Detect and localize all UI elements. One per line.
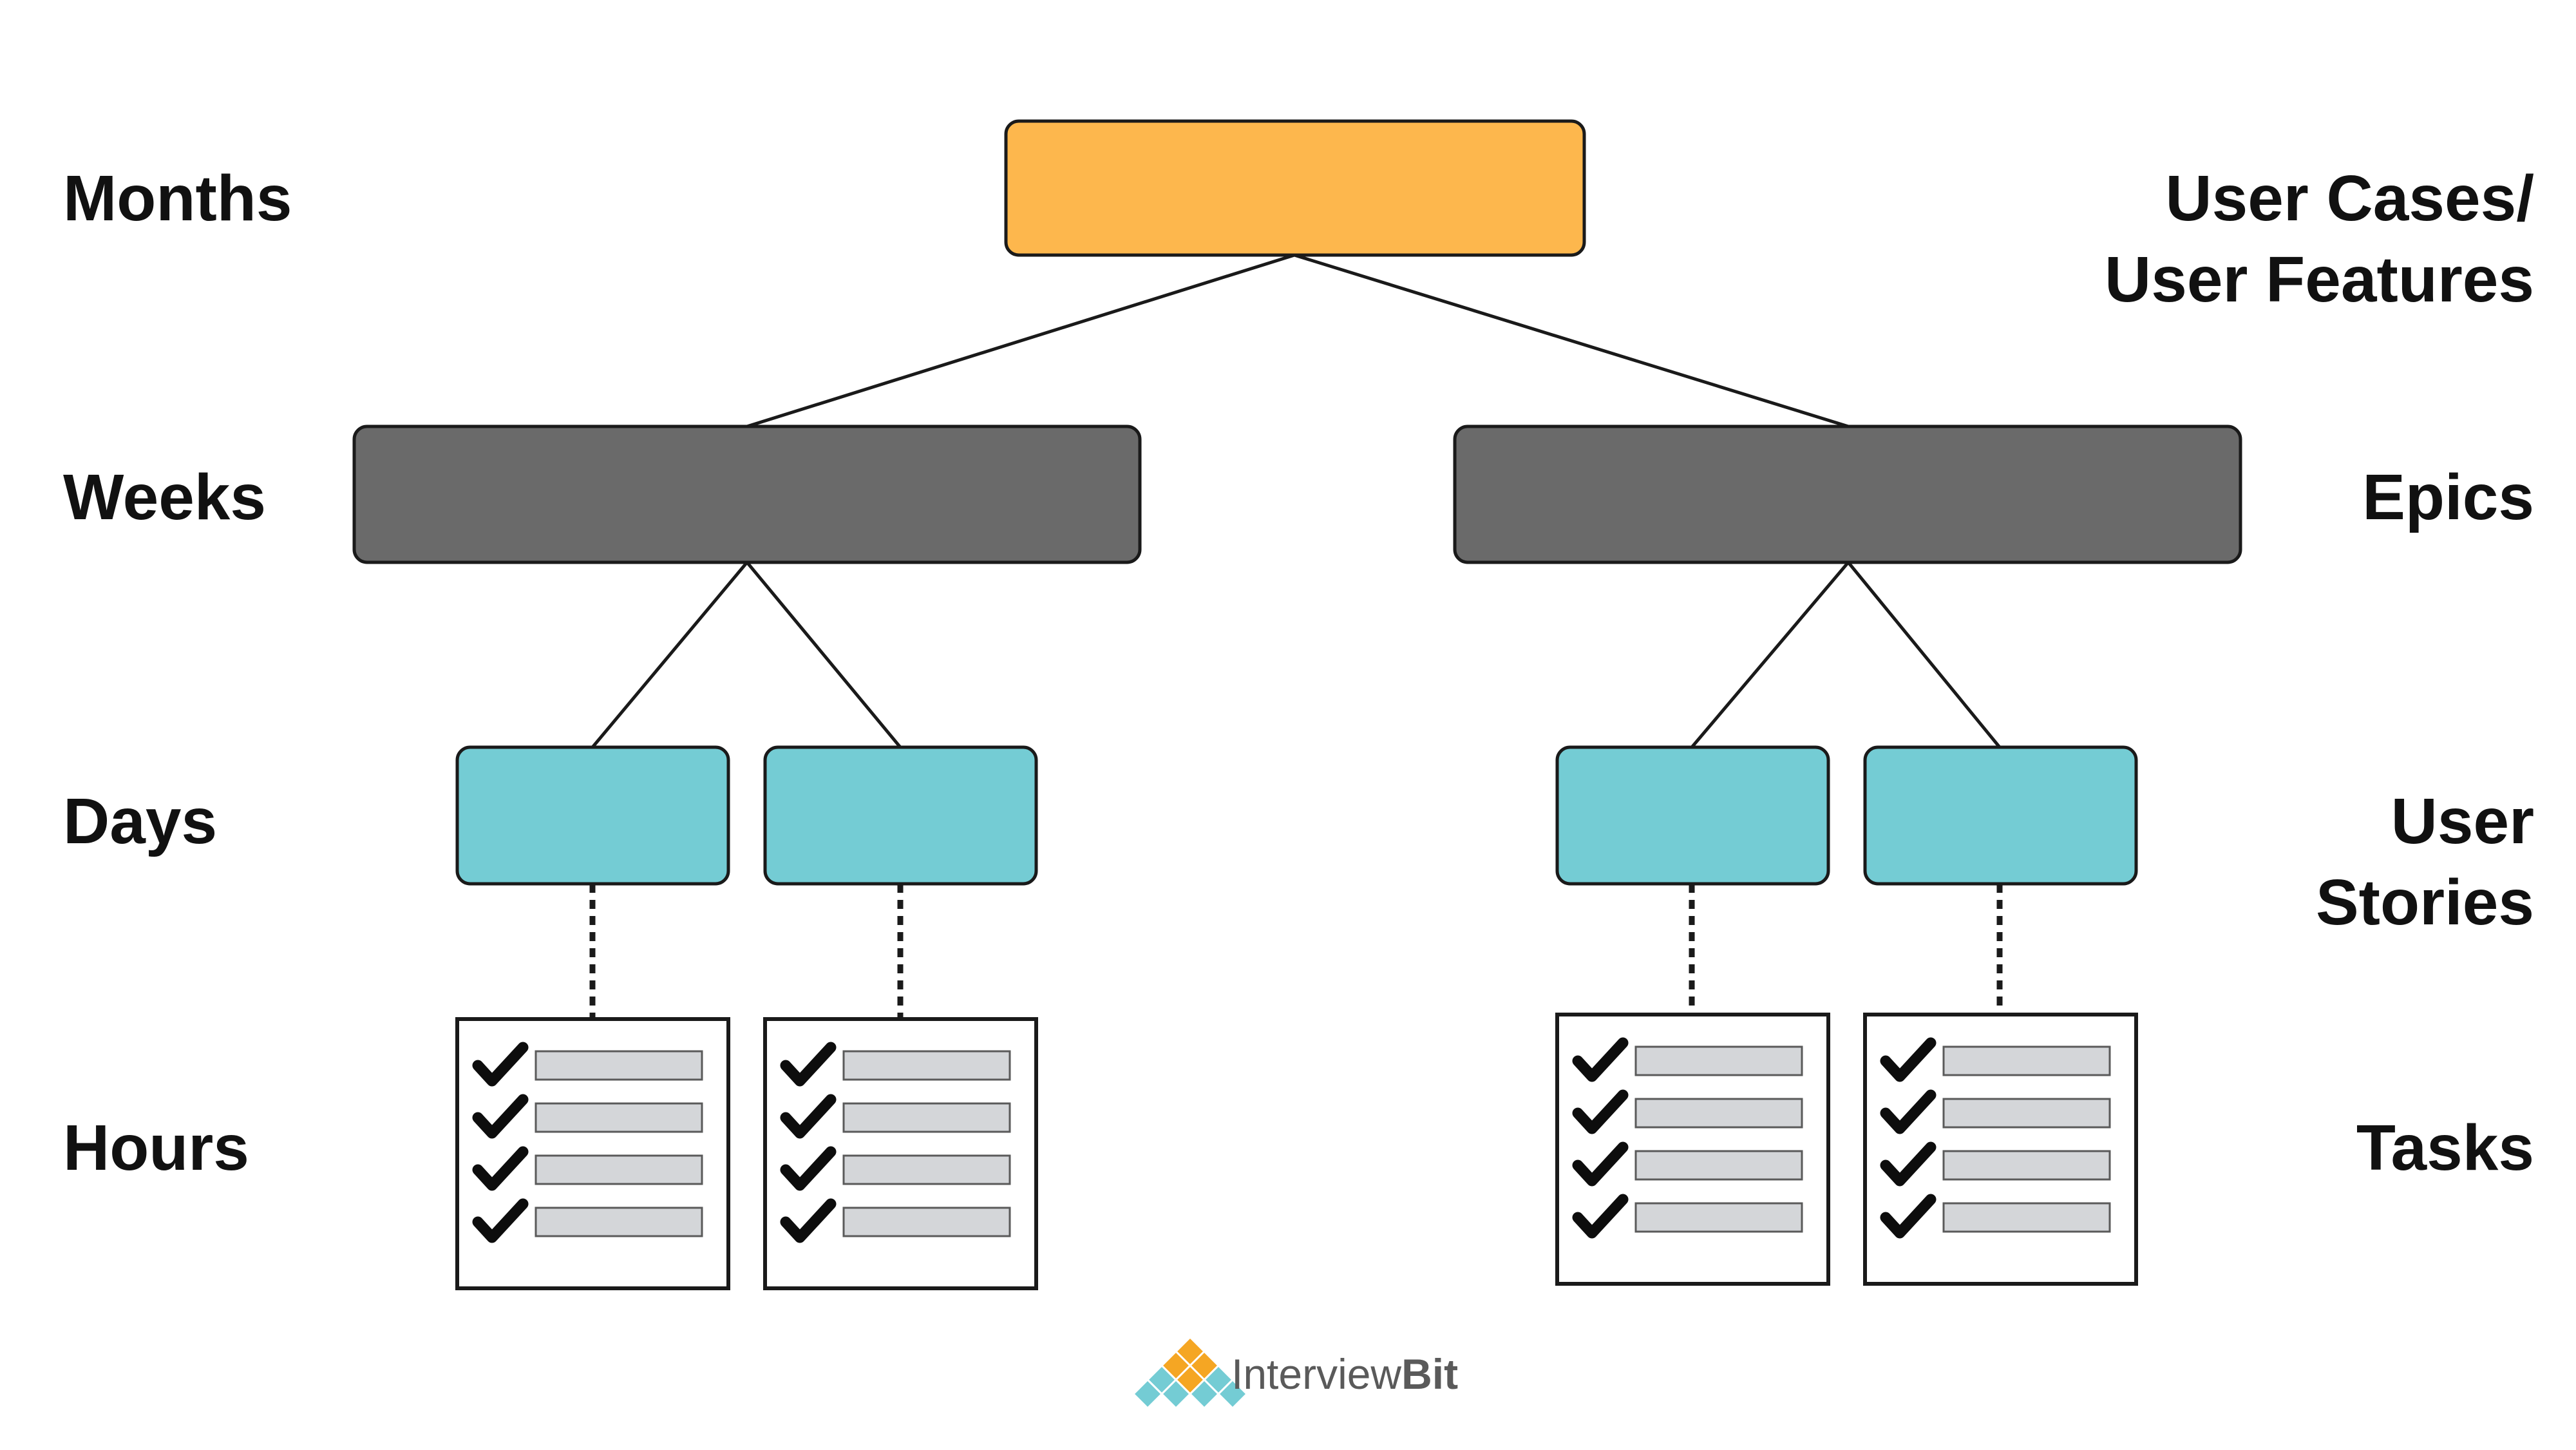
- label-weeks: Weeks: [63, 461, 266, 533]
- task-bar: [1942, 1045, 2111, 1076]
- feature-box: [1004, 119, 1586, 257]
- label-epics: Epics: [2362, 461, 2534, 533]
- checkmark-icon: [780, 1042, 837, 1087]
- connector-epic-left-story-1: [591, 561, 748, 749]
- checkmark-icon: [1880, 1194, 1937, 1239]
- checkmark-icon: [1572, 1037, 1629, 1082]
- task-bar: [1942, 1202, 2111, 1233]
- label-hours: Hours: [63, 1112, 249, 1184]
- connector-epic-right-story-4: [1847, 561, 2001, 749]
- interviewbit-logo: InterviewBit: [1132, 1335, 1458, 1410]
- dotted-connectors: [589, 884, 2003, 1019]
- story-box-3: [1555, 745, 1830, 886]
- story-box-1: [455, 745, 730, 886]
- task-card-1: [455, 1017, 730, 1290]
- task-bar: [535, 1050, 703, 1081]
- task-bar: [1942, 1150, 2111, 1181]
- connectors: [591, 253, 2001, 749]
- brand-wordmark: InterviewBit: [1231, 1350, 1458, 1398]
- task-card-4: [1863, 1013, 2138, 1286]
- connector-feature-epic-left: [746, 253, 1295, 428]
- checkmark-icon: [1880, 1037, 1937, 1082]
- story-box-4: [1863, 745, 2138, 886]
- epic-box-left: [352, 425, 1142, 564]
- story-box-2: [763, 745, 1038, 886]
- label-user-stories-line1: User: [2391, 785, 2534, 857]
- task-bar: [535, 1207, 703, 1237]
- checkmark-icon: [780, 1198, 837, 1243]
- label-days: Days: [63, 785, 217, 857]
- connector-epic-right-story-3: [1690, 561, 1850, 749]
- checkmark-icon: [1572, 1089, 1629, 1134]
- checkmark-icon: [472, 1094, 529, 1139]
- logo-diamond: [1188, 1378, 1220, 1410]
- checkmark-icon: [472, 1198, 529, 1243]
- label-user-cases-line2: User Features: [2105, 243, 2534, 316]
- task-bar: [535, 1102, 703, 1133]
- task-bar: [1634, 1150, 1803, 1181]
- brand-name-part2: Bit: [1401, 1350, 1458, 1398]
- task-card-2: [763, 1017, 1038, 1290]
- checkmark-icon: [780, 1146, 837, 1191]
- checkmark-icon: [1572, 1194, 1629, 1239]
- logo-diamond: [1132, 1378, 1164, 1410]
- logo-diamond: [1217, 1378, 1249, 1410]
- task-bar: [535, 1154, 703, 1185]
- checkmark-icon: [472, 1042, 529, 1087]
- checkmark-icon: [472, 1146, 529, 1191]
- checkmark-icon: [1880, 1141, 1937, 1187]
- task-bar: [1634, 1098, 1803, 1129]
- interviewbit-logo-icon: [1132, 1335, 1249, 1410]
- task-bar: [842, 1050, 1011, 1081]
- label-user-cases-line1: User Cases/: [2165, 162, 2534, 234]
- task-bar: [1634, 1045, 1803, 1076]
- checkmark-icon: [1572, 1141, 1629, 1187]
- checkmark-icon: [1880, 1089, 1937, 1134]
- checkmark-icon: [780, 1094, 837, 1139]
- epic-box-right: [1453, 425, 2242, 564]
- label-months: Months: [63, 162, 292, 234]
- task-bar: [842, 1207, 1011, 1237]
- task-bar: [842, 1102, 1011, 1133]
- task-bar: [1942, 1098, 2111, 1129]
- label-user-stories-line2: Stories: [2316, 866, 2534, 939]
- logo-diamond: [1160, 1378, 1192, 1410]
- task-card-3: [1555, 1013, 1830, 1286]
- label-tasks: Tasks: [2356, 1112, 2534, 1184]
- task-bar: [842, 1154, 1011, 1185]
- brand-name-part1: Interview: [1231, 1350, 1401, 1398]
- task-bar: [1634, 1202, 1803, 1233]
- connector-feature-epic-right: [1294, 253, 1849, 428]
- connector-epic-left-story-2: [746, 561, 902, 749]
